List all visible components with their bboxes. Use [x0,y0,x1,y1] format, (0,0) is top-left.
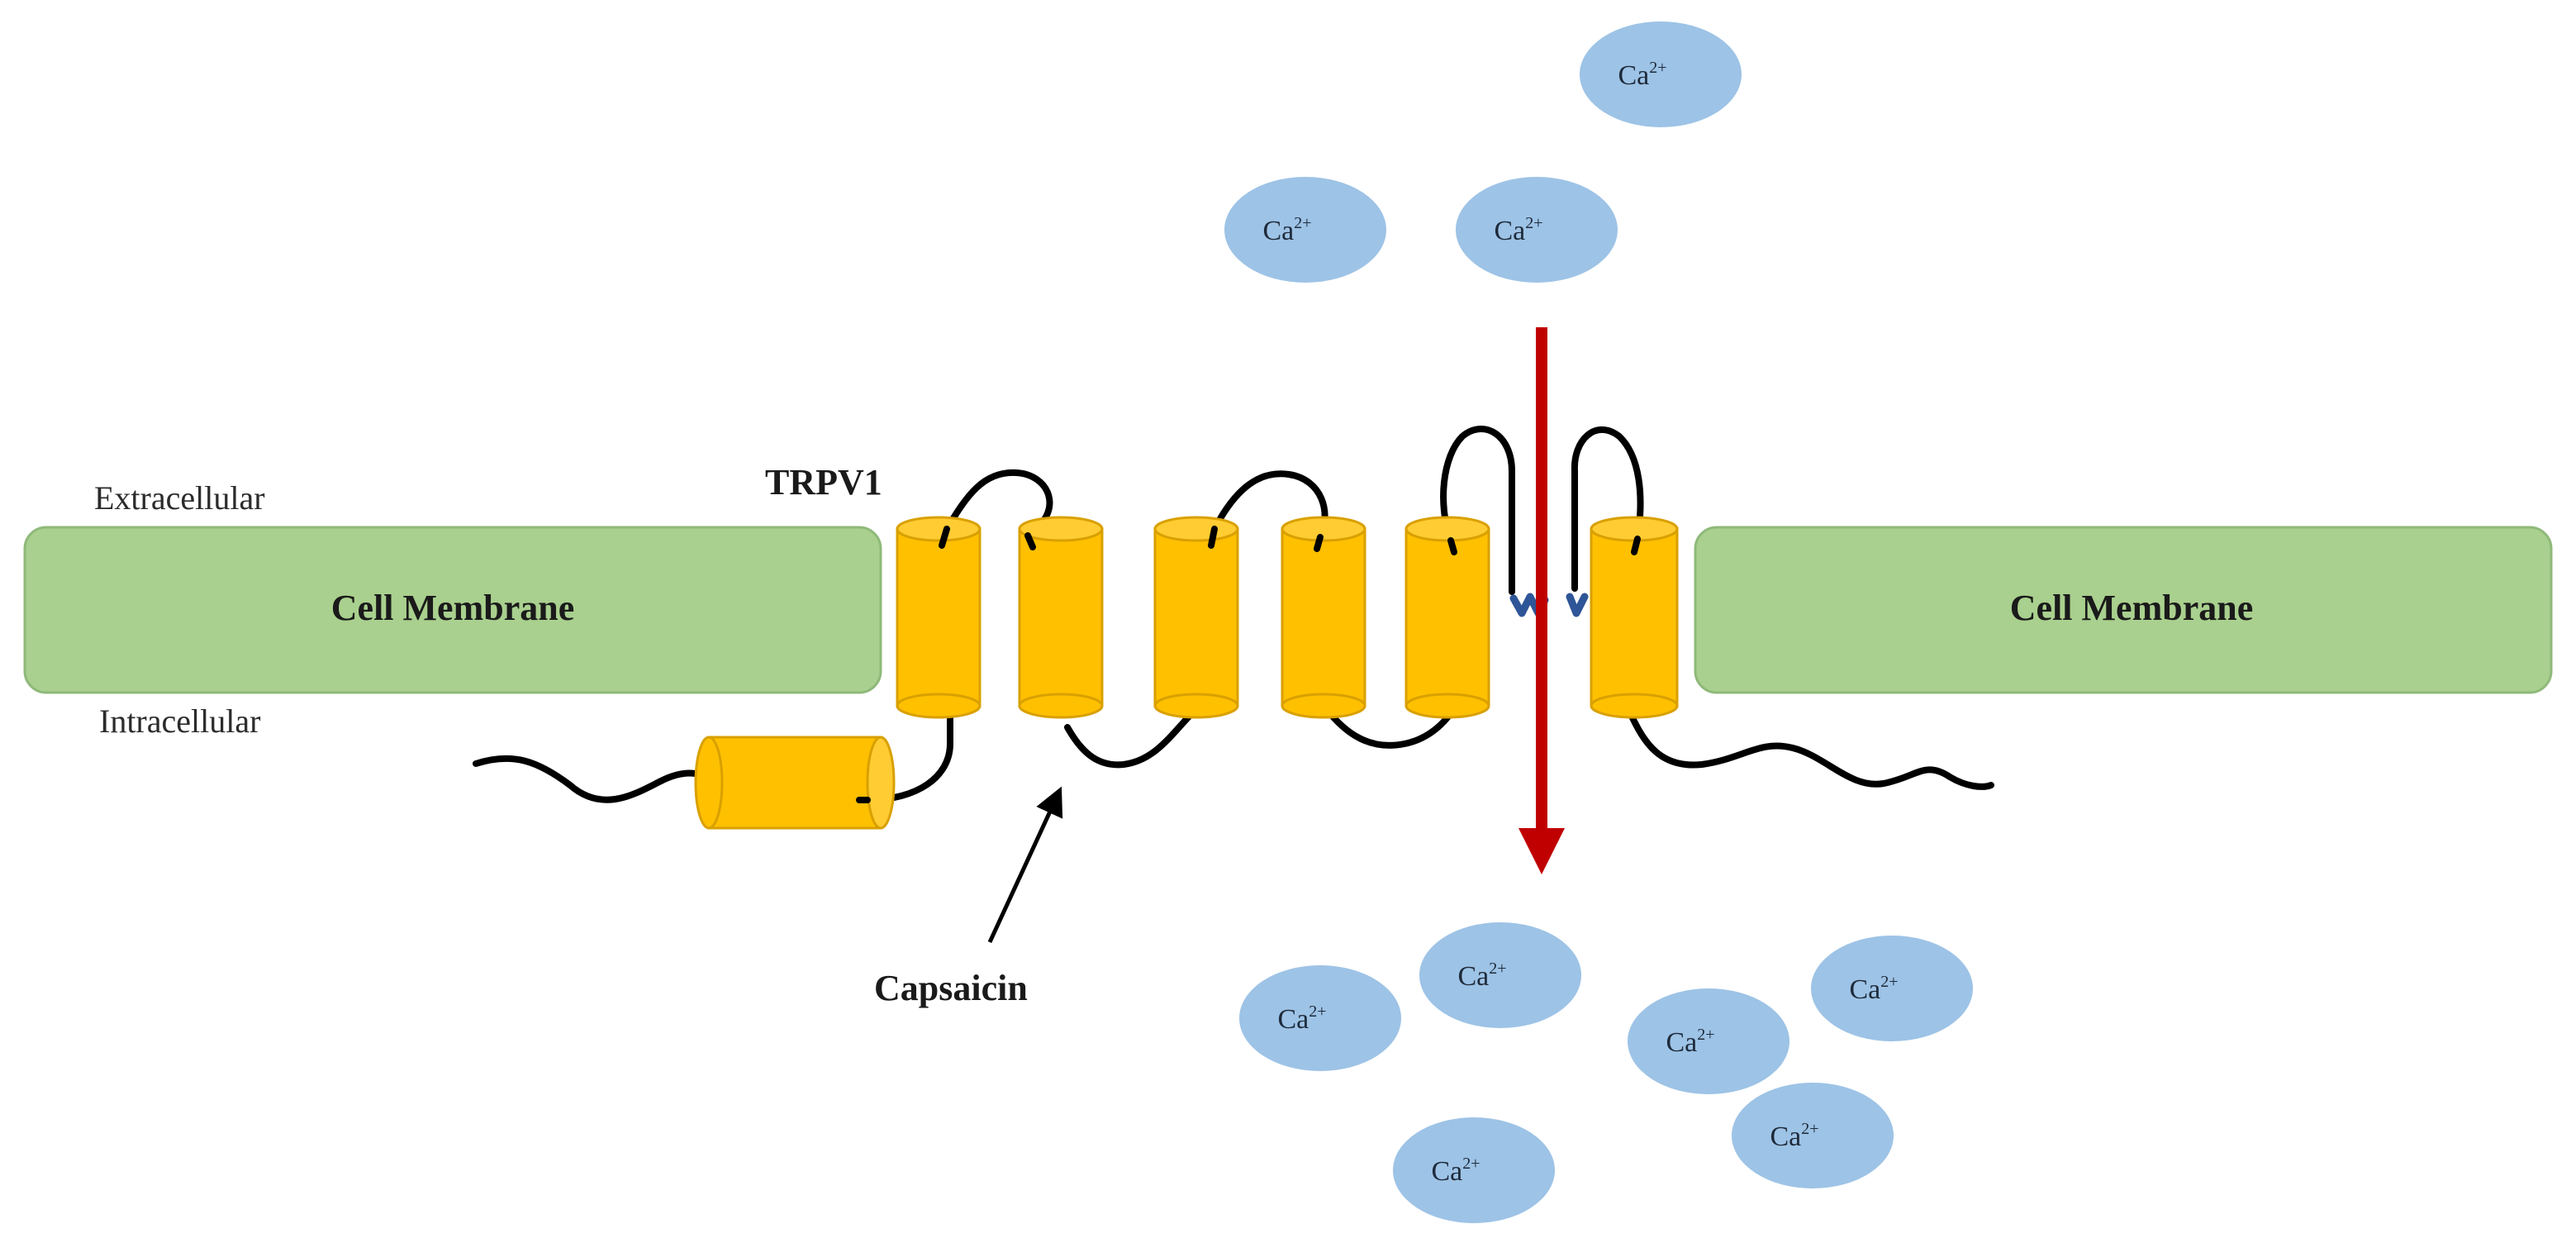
ca-ion-intracellular-5: Ca2+ [1732,1083,1894,1188]
cell-membrane-left: Cell Membrane [23,526,882,694]
ca-ion-extracellular-1: Ca2+ [1580,21,1742,127]
ca-ion-extracellular-3: Ca2+ [1456,177,1618,283]
helix-s4 [1281,516,1366,719]
ca-ion-extracellular-2: Ca2+ [1224,177,1386,283]
intracellular-helix [694,736,896,830]
ca-ion-intracellular-2: Ca2+ [1239,965,1401,1071]
cell-membrane-right-label: Cell Membrane [2010,588,2253,628]
loop-s1-s2 [943,469,1053,539]
channel-loops [473,426,1994,803]
ca-ion-intracellular-4: Ca2+ [1628,988,1789,1094]
helix-s3 [1153,516,1239,719]
pore-gate-mark [1509,593,1589,617]
transmembrane-helices [694,516,1679,830]
helix-s1 [896,516,981,719]
extracellular-label: Extracellular [94,479,265,517]
trpv1-label: TRPV1 [765,462,882,502]
loop-endpoints [856,526,1641,803]
cell-membrane-left-label: Cell Membrane [331,588,574,628]
c-terminus-tail [1626,707,1994,790]
n-terminus-tail [473,755,720,803]
helix-s2 [1018,516,1104,719]
ca-ion-intracellular-6: Ca2+ [1393,1117,1555,1223]
calcium-ions: Ca2+Ca2+Ca2+Ca2+Ca2+Ca2+Ca2+Ca2+Ca2+ [1224,21,1973,1223]
ca-ion-label: Ca2+ [1277,1002,1326,1035]
pore-loop-s6 [1571,426,1644,592]
capsaicin-label: Capsaicin [874,968,1028,1008]
helix-s6 [1590,516,1679,719]
loop-s3-s4 [1211,470,1328,541]
ca-ion-label: Ca2+ [1618,59,1666,91]
ca-ion-intracellular-1: Ca2+ [1419,922,1581,1028]
ca-ion-intracellular-3: Ca2+ [1811,936,1973,1041]
loop-s2-s3 [1064,707,1198,769]
helix-s5 [1404,516,1490,719]
cell-membrane-right: Cell Membrane [1694,526,2553,694]
pore-loop-s5 [1440,426,1515,595]
capsaicin-pointer-arrow [987,786,1063,944]
intracellular-label: Intracellular [99,702,260,740]
